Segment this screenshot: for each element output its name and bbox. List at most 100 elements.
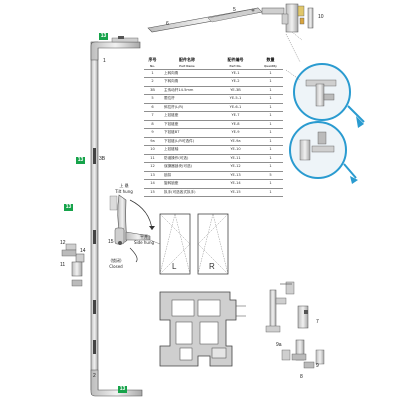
cell-part-no: YE-15 <box>230 189 241 194</box>
cell-no: 6 <box>151 104 154 109</box>
cell-part-name: 下铰链座 <box>164 121 179 126</box>
callout-badge-13-bottom: 13 <box>118 386 127 393</box>
cell-no: 9 <box>151 130 154 134</box>
cell-quantity: 1 <box>269 181 272 185</box>
tilt-label-en: Tilt hung <box>115 189 133 194</box>
callout-8: 8 <box>300 374 303 380</box>
callout-badge-13-top: 13 <box>99 33 108 40</box>
cell-quantity: 1 <box>269 104 272 109</box>
detail-view-top-icon <box>293 63 365 128</box>
callout-14: 14 <box>80 248 86 254</box>
callout-9a: 9a <box>276 342 282 348</box>
cell-part-name: 斜拉杆(L/R) <box>164 104 184 109</box>
cell-part-no: YE-7 <box>231 113 240 117</box>
top-stay-arm-icon <box>147 7 285 33</box>
table-row: 14 旋转锁座 YE-14 1 <box>144 179 283 189</box>
cell-part-no: YE-9 <box>231 130 240 134</box>
cell-no: 8 <box>151 121 154 126</box>
callout-2: 2 <box>93 373 96 379</box>
detail-view-bottom-icon <box>289 121 358 184</box>
cell-part-no: YE-1 <box>231 70 240 75</box>
callout-3b: 3B <box>99 156 106 162</box>
top-corner-drive-icon <box>90 36 141 61</box>
cell-part-name: 下转向角 <box>164 79 179 83</box>
tilt-label: 上 悬 Tilt hung <box>110 183 138 194</box>
bottom-corner-drive-icon <box>90 369 143 397</box>
header-quantity: 数量 <box>266 57 275 62</box>
cell-quantity: 1 <box>269 155 272 160</box>
cell-no: 14 <box>150 181 155 185</box>
callout-12: 12 <box>60 240 66 246</box>
subheader-part-name: Part Name <box>179 64 195 68</box>
header-no: 序号 <box>148 57 157 62</box>
window-left-letter: L <box>172 262 177 271</box>
profile-section-icon <box>159 291 246 367</box>
cell-part-name: 下铰链BT <box>164 130 180 134</box>
closed-label: (锁闭) Closed <box>103 258 129 269</box>
cell-part-name: 旋转锁座 <box>164 181 179 185</box>
anti-misoperation-icon <box>61 243 77 257</box>
cell-part-name: 锁扣 <box>164 172 172 177</box>
callout-9: 9 <box>316 363 319 369</box>
cell-no: 11 <box>150 155 155 160</box>
callout-5: 5 <box>233 7 236 13</box>
cell-no: 15 <box>150 189 155 194</box>
cell-quantity: 1 <box>269 79 272 83</box>
cell-part-no: YE-5-1 <box>229 96 242 100</box>
closed-label-cn: (锁闭) <box>110 258 122 263</box>
table-row: 13 锁扣 YE-13 5 <box>144 171 283 180</box>
bottom-hinge-pivot-icon <box>281 349 325 369</box>
window-right-letter: R <box>209 262 215 271</box>
top-hinge-pin-icon <box>307 7 314 29</box>
cell-part-name: 主传动杆14.5mm <box>164 87 194 92</box>
callout-badge-13-low: 13 <box>64 204 73 211</box>
cell-part-no: YE-12 <box>230 164 241 168</box>
callout-6: 6 <box>166 21 169 27</box>
callout-7: 7 <box>316 319 319 325</box>
cell-quantity: 1 <box>269 189 272 194</box>
subheader-no: No. <box>150 64 155 68</box>
cell-part-name: 误操器锁块(可选) <box>164 164 192 168</box>
cell-quantity: 1 <box>269 87 272 92</box>
cell-part-no: YE-8 <box>231 121 240 126</box>
cell-part-no: YE-10 <box>230 147 241 151</box>
subheader-part-no: Part No. <box>229 64 242 68</box>
cell-quantity: 1 <box>269 147 272 151</box>
cell-part-name: 执手(可选各式执手) <box>164 189 196 194</box>
closed-label-en: Closed <box>109 264 123 269</box>
callout-11: 11 <box>60 262 66 268</box>
cell-quantity: 1 <box>269 164 272 168</box>
parts-table-header: 序号 配件名称 配件编号 数量 <box>144 56 283 64</box>
hinge-icon <box>265 281 309 361</box>
cell-no: 13 <box>150 172 155 177</box>
cell-part-name: 下铰链(L/R可选件) <box>164 138 195 143</box>
parts-table-subheader: No. Part Name Part No. Quantity <box>144 64 283 70</box>
callout-1: 1 <box>103 58 106 64</box>
cell-no: 3B <box>150 87 155 92</box>
cell-quantity: 5 <box>269 172 272 177</box>
callout-15: 15 <box>108 239 114 245</box>
turn-label-en: Side hung <box>133 240 155 245</box>
cell-part-no: YE-14 <box>230 181 241 185</box>
main-drive-rod-icon <box>90 41 99 391</box>
turn-label: 平开 Side hung <box>130 234 158 245</box>
header-part-no: 配件编号 <box>227 57 244 62</box>
window-right-icon <box>197 213 229 275</box>
top-hinge-icon <box>281 3 305 41</box>
cell-quantity: 1 <box>269 96 272 100</box>
cell-part-no: YE-13 <box>230 172 241 177</box>
callout-badge-13-mid: 13 <box>76 157 85 164</box>
cell-part-no: YE-11 <box>230 155 241 160</box>
